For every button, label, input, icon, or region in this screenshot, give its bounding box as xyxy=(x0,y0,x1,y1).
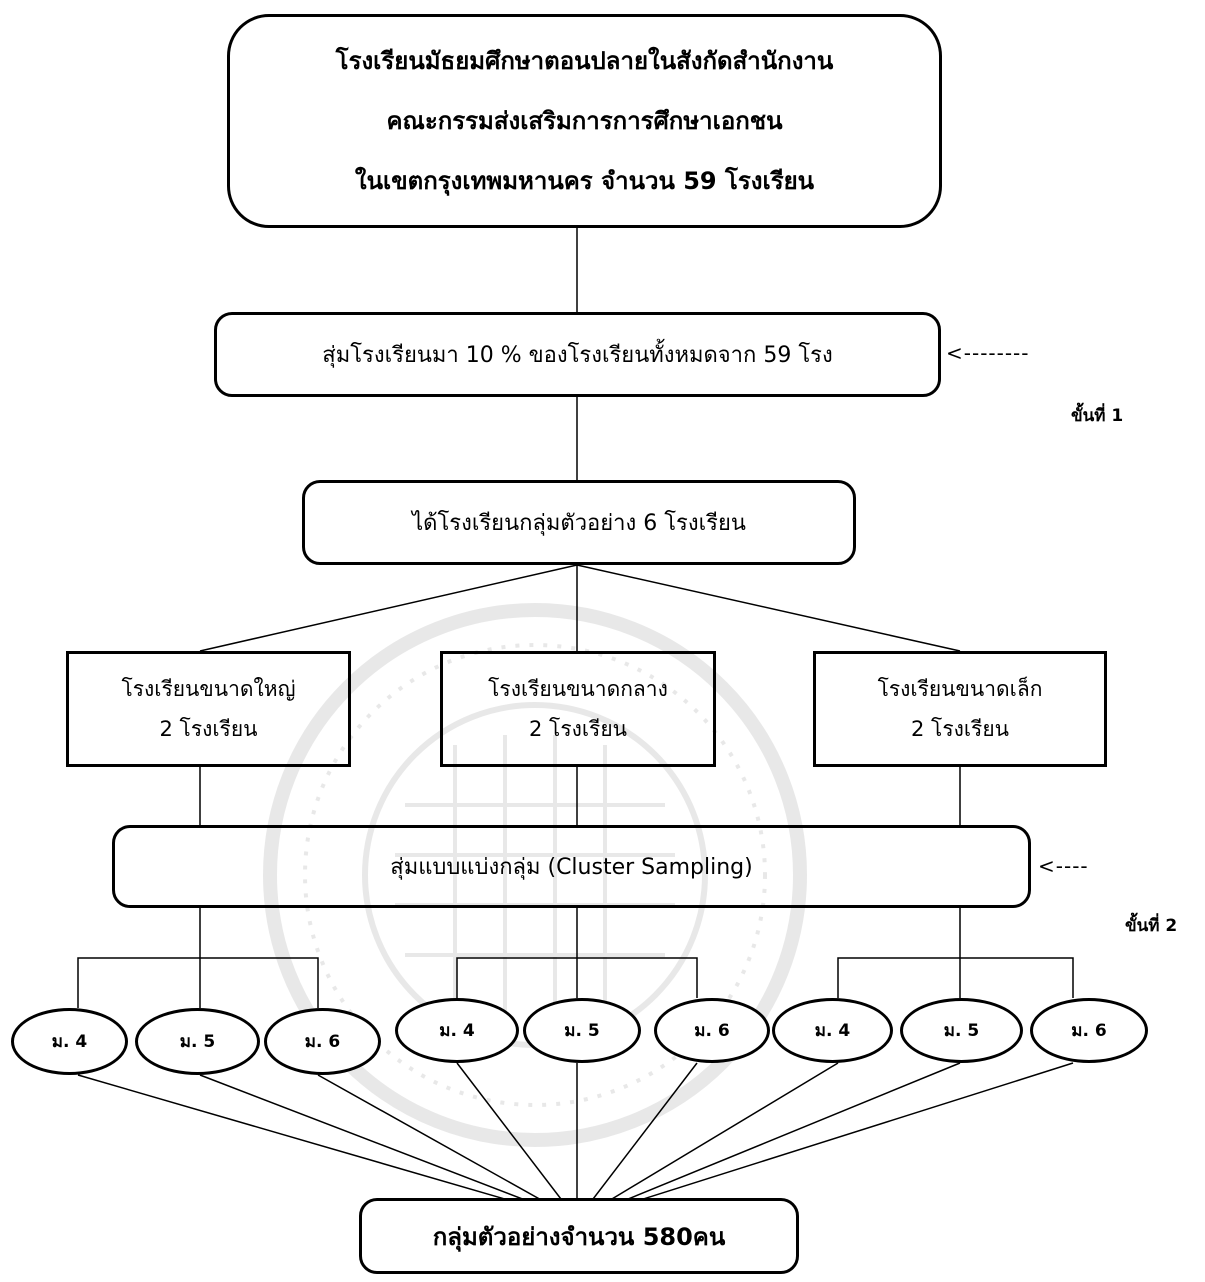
step1-arrow: <-------- xyxy=(946,341,1030,365)
population-box: โรงเรียนมัธยมศึกษาตอนปลายในสังกัดสำนักงา… xyxy=(227,14,942,228)
sample-schools-label: ได้โรงเรียนกลุ่มตัวอย่าง 6 โรงเรียน xyxy=(412,511,746,536)
population-line-2: คณะกรรมส่งเสริมการการศึกษาเอกชน xyxy=(386,107,783,135)
small-school-count: 2 โรงเรียน xyxy=(911,717,1009,741)
large-school-count: 2 โรงเรียน xyxy=(159,717,258,741)
population-line-1: โรงเรียนมัธยมศึกษาตอนปลายในสังกัดสำนักงา… xyxy=(335,47,834,75)
final-sample-label: กลุ่มตัวอย่างจำนวน 580คน xyxy=(432,1222,726,1251)
medium-school-title: โรงเรียนขนาดกลาง xyxy=(488,677,668,701)
large-school-title: โรงเรียนขนาดใหญ่ xyxy=(121,677,296,701)
sample-schools-box: ได้โรงเรียนกลุ่มตัวอย่าง 6 โรงเรียน xyxy=(302,480,856,565)
cluster-sampling-box: สุ่มแบบแบ่งกลุ่ม (Cluster Sampling) xyxy=(112,825,1031,908)
grade-oval-medium-m4: ม. 4 xyxy=(395,998,519,1063)
grade-oval-large-m6: ม. 6 xyxy=(264,1008,381,1075)
grade-oval-large-m4: ม. 4 xyxy=(11,1008,128,1075)
grade-oval-medium-m5: ม. 5 xyxy=(523,998,641,1063)
medium-school-count: 2 โรงเรียน xyxy=(529,717,627,741)
grade-oval-small-m6: ม. 6 xyxy=(1030,998,1148,1063)
grade-oval-medium-m6: ม. 6 xyxy=(654,998,770,1063)
random-sample-box: สุ่มโรงเรียนมา 10 % ของโรงเรียนทั้งหมดจา… xyxy=(214,312,941,397)
grade-oval-large-m5: ม. 5 xyxy=(135,1008,260,1075)
grade-oval-small-m4: ม. 4 xyxy=(772,998,893,1063)
small-school-box: โรงเรียนขนาดเล็ก 2 โรงเรียน xyxy=(813,651,1107,767)
random-sample-label: สุ่มโรงเรียนมา 10 % ของโรงเรียนทั้งหมดจา… xyxy=(322,343,833,368)
step2-arrow: <---- xyxy=(1038,854,1089,878)
step1-label: ขั้นที่ 1 xyxy=(1071,406,1124,426)
medium-school-box: โรงเรียนขนาดกลาง 2 โรงเรียน xyxy=(440,651,716,767)
university-seal-watermark xyxy=(263,603,807,1147)
final-sample-box: กลุ่มตัวอย่างจำนวน 580คน xyxy=(359,1198,799,1274)
large-school-box: โรงเรียนขนาดใหญ่ 2 โรงเรียน xyxy=(66,651,351,767)
grade-oval-small-m5: ม. 5 xyxy=(900,998,1023,1063)
population-line-3: ในเขตกรุงเทพมหานคร จำนวน 59 โรงเรียน xyxy=(354,167,815,195)
cluster-sampling-label: สุ่มแบบแบ่งกลุ่ม (Cluster Sampling) xyxy=(390,855,753,880)
small-school-title: โรงเรียนขนาดเล็ก xyxy=(877,677,1043,701)
step2-label: ขั้นที่ 2 xyxy=(1125,916,1178,936)
